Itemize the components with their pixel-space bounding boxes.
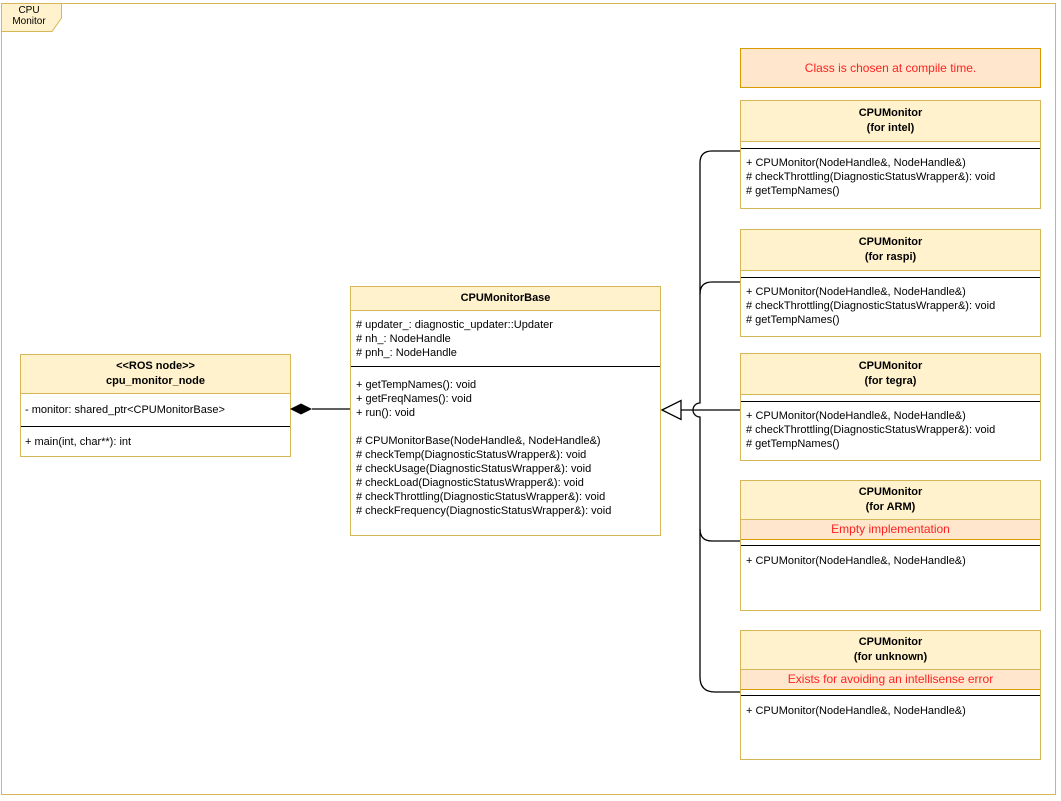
method-line: + main(int, char**): int: [25, 436, 132, 448]
method-line: # getTempNames(): [746, 314, 840, 326]
class-cpu-monitor-node-methods: + main(int, char**): int: [21, 427, 290, 456]
class-cpu-monitor-unknown-methods: + CPUMonitor(NodeHandle&, NodeHandle&): [741, 696, 1040, 759]
class-cpu-monitor-raspi[interactable]: CPUMonitor (for raspi) + CPUMonitor(Node…: [740, 229, 1041, 337]
class-variant: (for tegra): [864, 375, 917, 387]
inheritance-trunk-edge[interactable]: [692, 150, 740, 693]
class-cpu-monitor-intel-header: CPUMonitor (for intel): [741, 101, 1040, 142]
class-cpu-monitor-node-header: <<ROS node>> cpu_monitor_node: [21, 355, 290, 394]
class-cpu-monitor-base[interactable]: CPUMonitorBase # updater_: diagnostic_up…: [350, 286, 661, 536]
class-name: cpu_monitor_node: [105, 375, 205, 387]
method-line: + CPUMonitor(NodeHandle&, NodeHandle&): [746, 705, 966, 717]
note-empty-implementation-text: Empty implementation: [831, 522, 950, 536]
class-cpu-monitor-raspi-header: CPUMonitor (for raspi): [741, 230, 1040, 271]
empty-attrs-strip: [741, 540, 1040, 546]
class-cpu-monitor-unknown[interactable]: CPUMonitor (for unknown) Exists for avoi…: [740, 630, 1041, 760]
method-line: # getTempNames(): [746, 438, 840, 450]
class-variant: (for intel): [866, 122, 915, 134]
method-line: # checkUsage(DiagnosticStatusWrapper&): …: [356, 463, 592, 475]
package-tab-line2: Monitor: [12, 16, 46, 27]
method-line: + CPUMonitor(NodeHandle&, NodeHandle&): [746, 555, 966, 567]
class-cpu-monitor-node-attrs: - monitor: shared_ptr<CPUMonitorBase>: [21, 394, 290, 427]
method-line: # checkLoad(DiagnosticStatusWrapper&): v…: [356, 477, 584, 489]
note-compile-time[interactable]: Class is chosen at compile time.: [740, 48, 1041, 88]
method-line: # checkThrottling(DiagnosticStatusWrappe…: [746, 300, 996, 312]
class-cpu-monitor-intel[interactable]: CPUMonitor (for intel) + CPUMonitor(Node…: [740, 100, 1041, 209]
class-cpu-monitor-base-header: CPUMonitorBase: [351, 287, 660, 311]
class-variant: (for raspi): [864, 251, 917, 263]
attr-line: - monitor: shared_ptr<CPUMonitorBase>: [25, 404, 225, 416]
class-cpu-monitor-base-attrs: # updater_: diagnostic_updater::Updater …: [351, 311, 660, 367]
class-cpu-monitor-arm[interactable]: CPUMonitor (for ARM) Empty implementatio…: [740, 480, 1041, 611]
method-line: # checkTemp(DiagnosticStatusWrapper&): v…: [356, 449, 587, 461]
class-cpu-monitor-unknown-header: CPUMonitor (for unknown): [741, 631, 1040, 670]
empty-attrs-strip: [741, 395, 1040, 402]
class-stereotype: <<ROS node>>: [116, 360, 195, 372]
class-cpu-monitor-tegra-methods: + CPUMonitor(NodeHandle&, NodeHandle&) #…: [741, 402, 1040, 460]
method-line: # checkFrequency(DiagnosticStatusWrapper…: [356, 505, 612, 517]
method-line: + getFreqNames(): void: [356, 393, 472, 405]
class-name: CPUMonitor: [858, 236, 923, 248]
package-tab-shape-icon: [1, 3, 62, 32]
class-cpu-monitor-node[interactable]: <<ROS node>> cpu_monitor_node - monitor:…: [20, 354, 291, 457]
method-line: + CPUMonitor(NodeHandle&, NodeHandle&): [746, 410, 966, 422]
class-name: CPUMonitor: [858, 360, 923, 372]
class-cpu-monitor-base-methods: + getTempNames(): void + getFreqNames():…: [351, 367, 660, 535]
attr-line: # pnh_: NodeHandle: [356, 347, 457, 359]
class-cpu-monitor-raspi-methods: + CPUMonitor(NodeHandle&, NodeHandle&) #…: [741, 278, 1040, 336]
class-name: CPUMonitor: [858, 107, 923, 119]
note-empty-implementation[interactable]: Empty implementation: [741, 520, 1040, 540]
package-tab-label: CPU Monitor: [1, 5, 57, 27]
note-intellisense[interactable]: Exists for avoiding an intellisense erro…: [741, 670, 1040, 690]
class-cpu-monitor-arm-methods: + CPUMonitor(NodeHandle&, NodeHandle&): [741, 546, 1040, 610]
package-tab-line1: CPU: [18, 5, 40, 16]
inheritance-branch-raspi-edge[interactable]: [699, 281, 740, 295]
class-cpu-monitor-intel-methods: + CPUMonitor(NodeHandle&, NodeHandle&) #…: [741, 149, 1040, 208]
method-line: # checkThrottling(DiagnosticStatusWrappe…: [356, 491, 606, 503]
method-line: + getTempNames(): void: [356, 379, 477, 391]
empty-attrs-strip: [741, 690, 1040, 696]
class-name: CPUMonitorBase: [460, 292, 551, 304]
method-line: + run(): void: [356, 407, 415, 419]
class-variant: (for ARM): [865, 501, 916, 513]
method-line: # checkThrottling(DiagnosticStatusWrappe…: [746, 171, 996, 183]
note-compile-time-text: Class is chosen at compile time.: [804, 61, 977, 75]
method-line: # getTempNames(): [746, 185, 840, 197]
inheritance-branch-arm-edge[interactable]: [699, 528, 740, 542]
class-name: CPUMonitor: [858, 486, 923, 498]
class-variant: (for unknown): [853, 651, 928, 663]
method-line: # checkThrottling(DiagnosticStatusWrappe…: [746, 424, 996, 436]
class-name: CPUMonitor: [858, 636, 923, 648]
composition-diamond-icon: [290, 403, 312, 415]
generalization-triangle-icon: [660, 399, 682, 421]
package-tab-cpu-monitor[interactable]: CPU Monitor: [1, 3, 63, 32]
attr-line: # updater_: diagnostic_updater::Updater: [356, 319, 553, 331]
method-line: [356, 420, 655, 434]
method-line: # CPUMonitorBase(NodeHandle&, NodeHandle…: [356, 435, 601, 447]
note-intellisense-text: Exists for avoiding an intellisense erro…: [787, 672, 994, 686]
class-cpu-monitor-tegra[interactable]: CPUMonitor (for tegra) + CPUMonitor(Node…: [740, 353, 1041, 461]
method-line: + CPUMonitor(NodeHandle&, NodeHandle&): [746, 286, 966, 298]
class-cpu-monitor-arm-header: CPUMonitor (for ARM): [741, 481, 1040, 520]
empty-attrs-strip: [741, 142, 1040, 149]
empty-attrs-strip: [741, 271, 1040, 278]
attr-line: # nh_: NodeHandle: [356, 333, 451, 345]
method-line: + CPUMonitor(NodeHandle&, NodeHandle&): [746, 157, 966, 169]
class-cpu-monitor-tegra-header: CPUMonitor (for tegra): [741, 354, 1040, 395]
